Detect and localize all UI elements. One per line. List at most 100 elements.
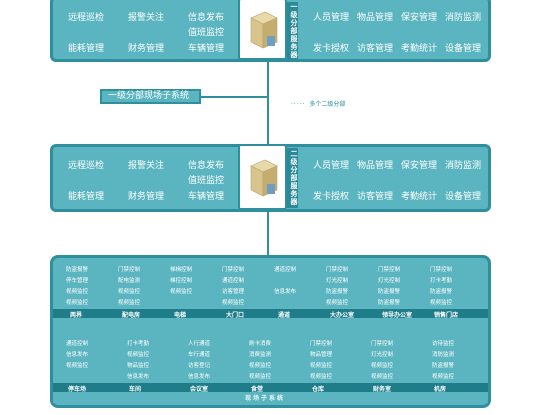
site-location-label: 配电房 <box>122 312 141 319</box>
first-level-item: 物品管理 <box>357 13 394 23</box>
site-subsystem-item: 视频监控 <box>127 352 150 358</box>
site-subsystem-item: 门禁控制 <box>310 341 333 347</box>
site-subsystem-item: 防盗报警 <box>326 289 349 295</box>
first-level-item: 值班监控 <box>188 28 225 38</box>
site-subsystem-item: 人行通道 <box>188 341 211 347</box>
site-subsystem-panel <box>50 255 491 408</box>
first-level-item: 考勤统计 <box>401 44 438 54</box>
second-level-item: 报警关注 <box>128 161 165 171</box>
site-subsystem-item: 配电监测 <box>118 278 141 284</box>
site-subsystem-item: 访客管理 <box>222 289 245 295</box>
second-level-item: 能耗管理 <box>68 192 105 202</box>
site-footer-title: 现场子系统 <box>245 395 286 402</box>
site-row-1-label-strip <box>53 309 488 318</box>
site-footer-strip <box>53 393 488 403</box>
more-branches-note: ····· 多个二级分部 <box>291 101 346 108</box>
site-subsystem-item: 门禁控制 <box>222 267 245 273</box>
site-subsystem-item: 梯控控制 <box>170 278 193 284</box>
site-subsystem-item: 视频监控 <box>66 289 89 295</box>
second-level-item: 物品管理 <box>357 161 394 171</box>
site-subsystem-item: 信息发布 <box>188 374 211 380</box>
site-subsystem-item: 视频监控 <box>371 363 394 369</box>
site-subsystem-item: 信息发布 <box>66 352 89 358</box>
site-subsystem-item: 物品监控 <box>127 363 150 369</box>
site-subsystem-item: 消费监测 <box>249 352 272 358</box>
second-level-server-box <box>238 144 287 210</box>
site-subsystem-item: 视频监控 <box>326 300 349 306</box>
second-level-item: 考勤统计 <box>401 192 438 202</box>
site-subsystem-item: 信息发布 <box>274 289 297 295</box>
site-subsystem-item: 灯光控制 <box>326 278 349 284</box>
second-level-item: 远程巡检 <box>68 161 105 171</box>
site-row-2-label-strip <box>53 383 488 392</box>
second-level-item: 保安管理 <box>401 161 438 171</box>
site-subsystem-item: 门禁控制 <box>118 267 141 273</box>
site-subsystem-item: 打卡考勤 <box>430 278 453 284</box>
first-level-item: 保安管理 <box>401 13 438 23</box>
first-level-item: 消防监测 <box>445 13 482 23</box>
site-subsystem-item: 信息发布 <box>127 374 150 380</box>
site-subsystem-item: 视频监控 <box>432 374 455 380</box>
first-level-item: 远程巡检 <box>68 13 105 23</box>
second-level-server-label: 二级分部服务器 <box>287 148 298 208</box>
site-subsystem-item: 梯梯控制 <box>170 267 193 273</box>
site-subsystem-item: 门禁控制 <box>430 267 453 273</box>
first-level-item: 访客管理 <box>357 44 394 54</box>
site-subsystem-item: 视频监控 <box>66 363 89 369</box>
second-level-item: 发卡授权 <box>313 192 350 202</box>
site-subsystem-item: 消防监测 <box>432 352 455 358</box>
site-location-label: 停车场 <box>68 386 87 393</box>
connector-line <box>201 96 267 98</box>
site-subsystem-item: 视频监控 <box>310 374 333 380</box>
connector-line <box>267 210 269 256</box>
first-level-server-label: 一级分部服务器 <box>287 2 298 60</box>
site-subsystem-item: 防盗报警 <box>378 289 401 295</box>
site-subsystem-item: 门禁控制 <box>326 267 349 273</box>
first-level-item: 车辆管理 <box>188 44 225 54</box>
site-subsystem-item: 防盗报警 <box>430 289 453 295</box>
site-location-label: 两界 <box>70 312 83 319</box>
first-level-server-box <box>238 0 287 60</box>
site-location-label: 领导办公室 <box>382 312 413 319</box>
site-subsystem-item: 视频监控 <box>66 300 89 306</box>
first-level-item: 信息发布 <box>188 13 225 23</box>
second-level-item: 设备管理 <box>445 192 482 202</box>
site-location-label: 财务室 <box>373 386 392 393</box>
site-subsystem-item: 灯光控制 <box>371 352 394 358</box>
site-subsystem-item: 视频监控 <box>249 374 272 380</box>
site-subsystem-item: 防盗报警 <box>378 300 401 306</box>
site-subsystem-item: 门禁控制 <box>371 341 394 347</box>
server-icon <box>250 159 278 197</box>
site-location-label: 大门口 <box>226 312 245 319</box>
site-subsystem-item: 防盗报警 <box>66 267 89 273</box>
site-location-label: 会议室 <box>190 386 209 393</box>
site-subsystem-item: 视频监控 <box>118 300 141 306</box>
first-level-item: 人员管理 <box>313 13 350 23</box>
site-subsystem-item: 门禁控制 <box>378 267 401 273</box>
first-level-item: 报警关注 <box>128 13 165 23</box>
site-subsystem-item: 视频监控 <box>371 374 394 380</box>
second-level-item: 消防监测 <box>445 161 482 171</box>
site-subsystem-item: 通道控制 <box>66 341 89 347</box>
site-subsystem-item: 视频监控 <box>430 300 453 306</box>
site-subsystem-item: 视频监控 <box>222 300 245 306</box>
site-location-label: 食堂 <box>251 386 264 393</box>
site-location-label: 大办公室 <box>330 312 355 319</box>
site-location-label: 车间 <box>129 386 142 393</box>
site-location-label: 仓库 <box>312 386 325 393</box>
second-level-item: 信息发布 <box>188 161 225 171</box>
site-subsystem-item: 访待监控 <box>432 341 455 347</box>
second-level-item: 访客管理 <box>357 192 394 202</box>
second-level-item: 车辆管理 <box>188 192 225 202</box>
first-level-site-label: 一级分部现场子系统 <box>100 89 201 104</box>
site-subsystem-item: 视频监控 <box>310 363 333 369</box>
site-subsystem-item: 灯光控制 <box>378 278 401 284</box>
site-location-label: 销售门店 <box>434 312 459 319</box>
second-level-item: 财务管理 <box>128 192 165 202</box>
first-level-item: 设备管理 <box>445 44 482 54</box>
site-location-label: 通道 <box>278 312 291 319</box>
site-subsystem-item: 防盗报警 <box>432 363 455 369</box>
site-subsystem-item: 停车管理 <box>66 278 89 284</box>
site-subsystem-item: 视频监控 <box>249 363 272 369</box>
site-subsystem-item: 车行通道 <box>188 352 211 358</box>
